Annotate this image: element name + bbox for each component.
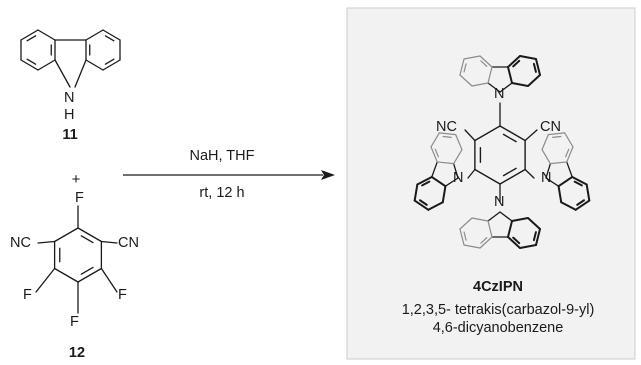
product-n-right: N (541, 170, 552, 186)
product-iupac-line1: 1,2,3,5- tetrakis(carbazol-9-yl) (401, 302, 595, 318)
reagent-label: 12 (68, 345, 86, 361)
reagent-f-left: F (23, 287, 32, 303)
conditions-reagents: NaH, THF (189, 148, 255, 164)
bond-lines (20, 29, 591, 314)
reagent-f-bottom: F (70, 314, 79, 330)
product-cn-right: CN (540, 119, 561, 135)
reagent-cn-right: CN (118, 235, 139, 251)
product-iupac-line2: 4,6-dicyanobenzene (432, 320, 564, 336)
product-n-top: N (494, 86, 505, 102)
reaction-arrow (123, 170, 335, 180)
carbazole-hydrogen: H (64, 107, 75, 123)
reagent-f-right: F (118, 287, 127, 303)
reagent-f-top: F (75, 190, 84, 206)
reagent-cn-left: NC (10, 235, 31, 251)
plus-sign: + (71, 171, 81, 188)
product-n-bottom: N (494, 194, 505, 210)
carbazole-nitrogen: N (64, 90, 75, 106)
product-name: 4CzIPN (473, 279, 523, 295)
product-n-left: N (453, 170, 464, 186)
product-cn-left: NC (436, 119, 457, 135)
conditions-time: rt, 12 h (199, 185, 245, 201)
carbazole-label: 11 (62, 127, 78, 143)
